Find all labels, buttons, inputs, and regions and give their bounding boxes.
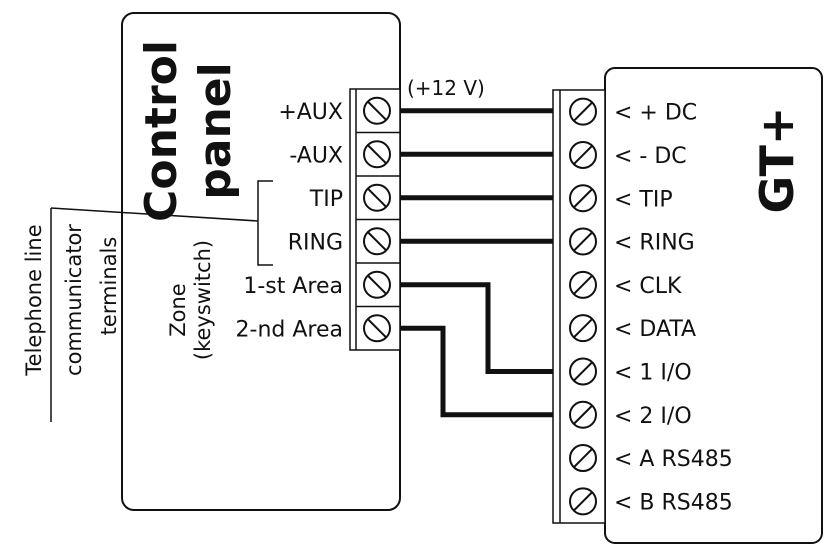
gt-terminal-label: < TIP [614,187,673,212]
cp-terminal-label: -AUX [289,143,343,168]
screw-slot [367,318,387,338]
gt-terminal-label: < CLK [614,274,682,299]
screw-icon [569,357,597,386]
screw-slot [573,491,593,512]
screw-slot [367,188,387,208]
voltage-note: (+12 V) [407,76,485,100]
gt-terminal-label: < B RS485 [614,490,733,515]
gt-block-outline [552,89,606,524]
screw-slot [573,101,593,122]
screw-icon [363,183,391,212]
control-panel-terminal-block: +AUX -AUX TIP RING 1-st Area 2-nd Area [236,88,401,351]
gt-terminal: < CLK [569,270,682,299]
wires [400,108,553,418]
screw-icon [569,227,597,256]
gt-terminal-label: < RING [614,231,695,256]
wire [400,282,553,374]
screw-icon [363,314,391,343]
telephone-note-line3: terminals [97,237,121,336]
gt-terminal-label: < A RS485 [614,447,733,472]
screw-icon [569,314,597,343]
screw-slot [367,144,387,164]
gt-terminal: < + DC [569,97,697,126]
gt-terminal-label: < 2 I/O [614,404,692,429]
cp-terminal-label: TIP [309,187,343,212]
screw-icon [363,227,391,256]
telephone-note-leader [50,207,259,222]
cp-terminal: 1-st Area [243,270,391,299]
cp-terminal: RING [288,227,391,256]
screw-slot [367,231,387,251]
screw-icon [363,270,391,299]
gt-terminal: < DATA [569,314,696,343]
cp-terminal: TIP [309,183,391,212]
screw-slot [573,145,593,165]
screw-slot [573,275,593,295]
cp-terminal: -AUX [289,140,391,169]
screw-icon [569,97,597,126]
gt-title: GT+ [750,107,804,214]
cp-terminal-label: RING [288,230,343,255]
zone-label-line2: (keyswitch) [191,240,215,360]
gt-terminal: < A RS485 [569,444,733,473]
screw-icon [569,444,597,473]
cp-terminal-label: 1-st Area [243,274,343,299]
screw-slot [367,275,387,295]
zone-label-line1: Zone [166,283,190,336]
screw-icon [363,140,391,169]
telephone-note-line2: communicator [62,224,86,376]
screw-slot [573,318,593,338]
telephone-bracket [257,180,273,266]
screw-slot [573,361,593,382]
screw-slot [573,405,593,425]
screw-icon [569,270,597,299]
screw-slot [573,448,593,468]
screw-icon [569,140,597,169]
screw-slot [573,188,593,208]
gt-terminal: < TIP [569,184,673,213]
screw-icon [569,487,597,516]
gt-terminal: < RING [569,227,695,256]
gt-terminal: < 2 I/O [569,400,692,429]
gt-terminal: < 1 I/O [569,357,692,386]
gt-terminal-label: < DATA [614,317,696,342]
control-panel-title-line1: Control [136,40,187,222]
screw-icon [363,96,391,125]
cp-terminal-label: +AUX [278,100,343,125]
cp-terminal: +AUX [278,96,391,125]
gt-terminal-label: < + DC [614,101,697,126]
gt-terminal-label: < 1 I/O [614,360,692,385]
control-panel-title-line2: panel [190,62,241,199]
gt-terminal: < B RS485 [569,487,733,516]
gt-terminal-label: < - DC [614,144,687,169]
wire [400,325,553,418]
screw-slot [367,101,387,121]
gt-terminal: < - DC [569,140,687,169]
screw-icon [569,400,597,429]
telephone-note-line1: Telephone line [22,224,46,376]
screw-icon [569,184,597,213]
cp-terminal: 2-nd Area [236,314,391,343]
gt-terminal-block: < + DC < - DC < TIP < RING < CLK < DATA < 1 I/… [552,89,733,524]
screw-slot [573,231,593,252]
cp-terminal-label: 2-nd Area [236,317,343,342]
